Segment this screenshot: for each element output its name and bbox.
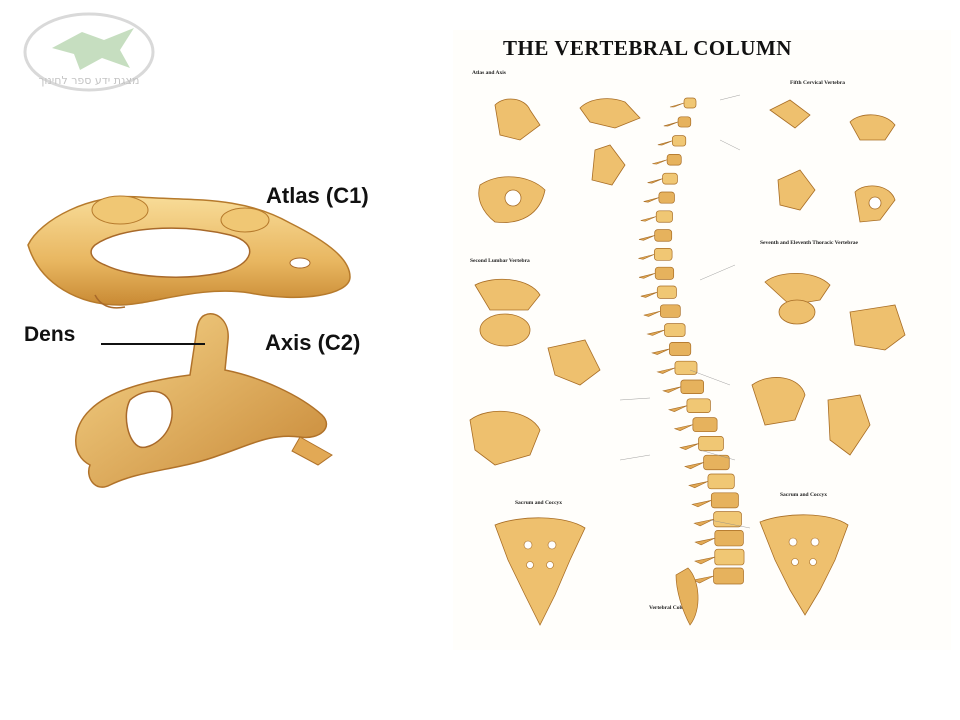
- poster-title: THE VERTEBRAL COLUMN: [503, 36, 792, 60]
- left-illustration-panel: [0, 165, 410, 500]
- section-atlas-axis: Atlas and Axis: [472, 70, 506, 76]
- atlas-label: Atlas (C1): [266, 183, 369, 208]
- atlas-vertebra: [27, 195, 351, 309]
- section-second-lumbar: Second Lumbar Vertebra: [470, 258, 530, 264]
- section-sacrum-dorsal: Sacrum and Coccyx: [515, 500, 563, 506]
- vertebral-column-poster: [453, 30, 951, 650]
- logo-text: מצגת ידע ספר לחינוך: [38, 74, 139, 87]
- dens-pointer-line: [101, 343, 205, 345]
- axis-vertebra: [75, 313, 333, 488]
- axis-label: Axis (C2): [265, 330, 361, 355]
- section-fifth-cervical: Fifth Cervical Vertebra: [790, 80, 845, 86]
- section-vertebral-column: Vertebral Column: [649, 605, 692, 611]
- section-sacrum-pelvic: Sacrum and Coccyx: [780, 492, 828, 498]
- logo: מצגת ידע ספר לחינוך: [22, 10, 156, 94]
- dens-label: Dens: [24, 323, 76, 346]
- atlas-axis-illustration: [27, 195, 351, 488]
- section-thoracic: Seventh and Eleventh Thoracic Vertebrae: [760, 240, 858, 246]
